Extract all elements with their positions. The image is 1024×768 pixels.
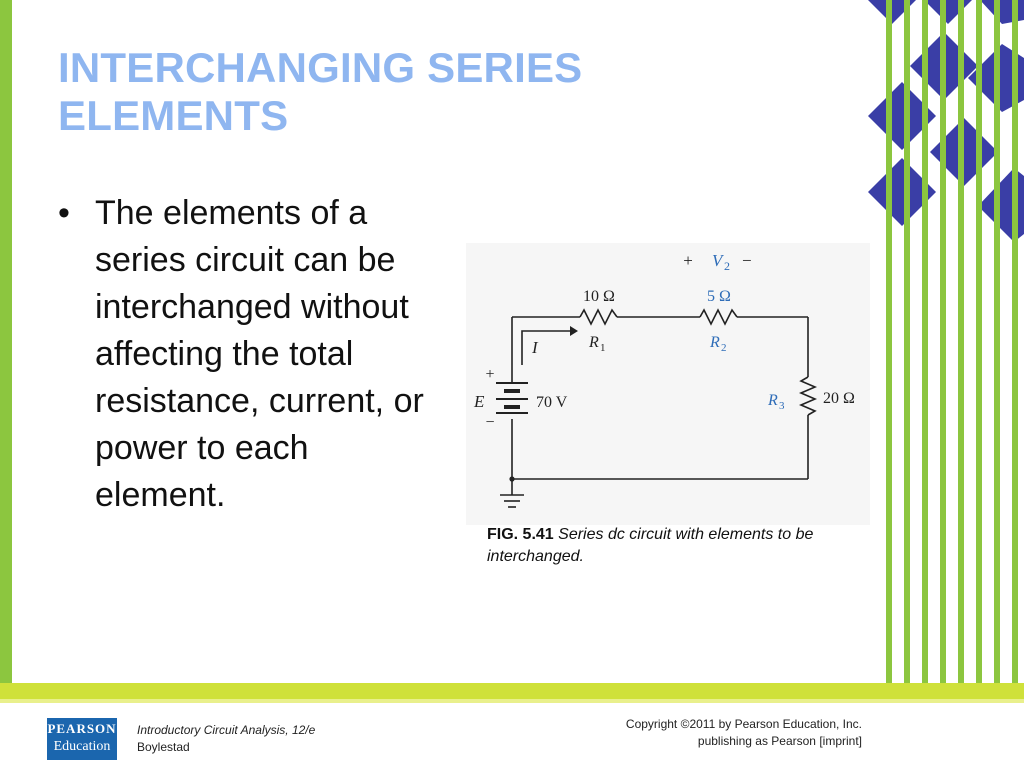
r1-value-label: 10 Ω [583,288,615,305]
r1-subscript-label: 1 [600,342,606,354]
footer-light-band [0,699,1024,703]
bullet-dot-icon: • [58,194,70,232]
bullet-text: The elements of a series circuit can be … [95,194,424,514]
v2-subscript-label: 2 [724,259,730,273]
left-green-stripe [0,0,12,683]
r3-name-label: R [767,392,778,409]
r2-value-label: 5 Ω [707,288,731,305]
circuit-diagram: + V 2 − 10 Ω R 1 5 Ω R 2 R 3 20 Ω I + E … [473,251,855,508]
r3-value-label: 20 Ω [823,390,855,407]
copyright-line: Copyright ©2011 by Pearson Education, In… [625,717,862,731]
footer-copyright: Copyright ©2011 by Pearson Education, In… [626,716,862,750]
book-author: Boylestad [137,740,190,754]
footer-book-info: Introductory Circuit Analysis, 12/e Boyl… [137,722,315,756]
decorative-stripes-diamonds [858,0,1024,683]
publisher-line: publishing as Pearson [imprint] [697,734,862,748]
logo-line-1: PEARSON [47,721,117,736]
source-value-label: 70 V [536,394,568,411]
r3-subscript-label: 3 [779,400,785,412]
book-title: Introductory Circuit Analysis, 12/e [137,723,316,737]
r1-name-label: R [588,334,599,351]
source-name-label: E [473,392,485,411]
figure-number: FIG. 5.41 [487,526,554,543]
v2-symbol-label: V [712,251,725,270]
circuit-figure: + V 2 − 10 Ω R 1 5 Ω R 2 R 3 20 Ω I + E … [466,243,870,525]
figure-description: Series dc circuit with elements to be in… [487,526,814,565]
current-label: I [531,338,539,357]
source-plus-label: + [485,366,494,383]
v2-minus-label: − [742,251,752,270]
r2-name-label: R [709,334,720,351]
logo-line-2: Education [53,739,111,754]
r2-subscript-label: 2 [721,342,727,354]
pearson-logo: PEARSON Education [47,718,117,760]
bullet-point: • The elements of a series circuit can b… [58,190,448,519]
source-minus-label: − [485,414,494,431]
figure-caption: FIG. 5.41 Series dc circuit with element… [487,524,859,568]
v2-plus-label: + [683,251,693,270]
slide-title: INTERCHANGING SERIES ELEMENTS [58,44,583,139]
footer-yellow-band [0,683,1024,699]
